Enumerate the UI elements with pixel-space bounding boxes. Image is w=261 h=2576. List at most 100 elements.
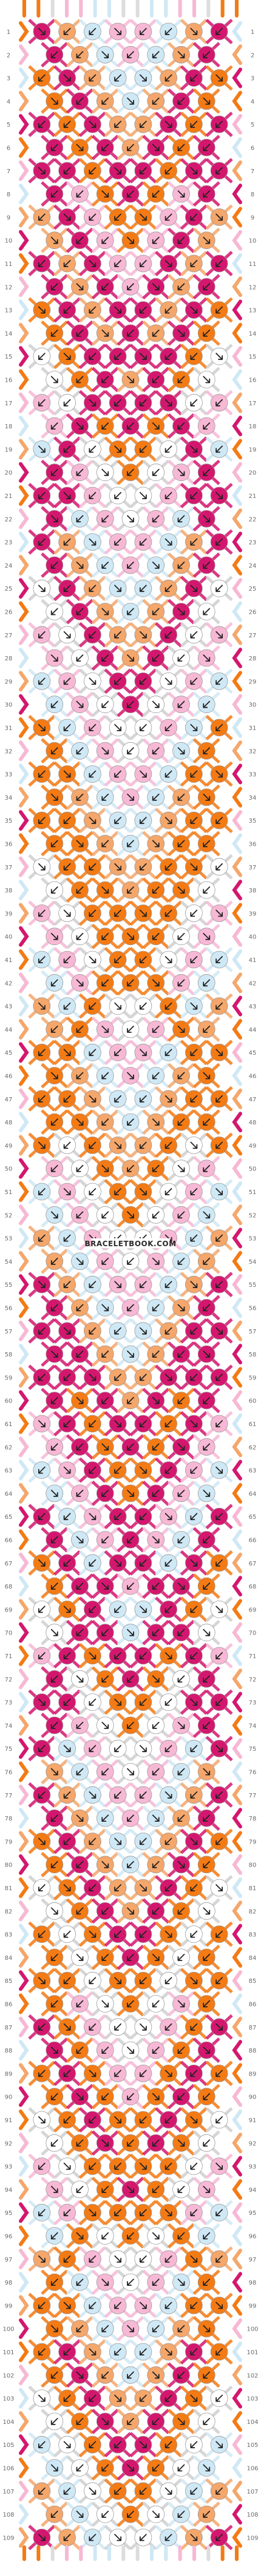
- edge-string: [232, 1715, 242, 1736]
- arrow-knot-icon: [89, 956, 97, 963]
- arrow-knot-icon: [152, 190, 160, 198]
- arrow-knot-icon: [127, 700, 134, 708]
- arrow-knot-icon: [203, 1396, 211, 1404]
- arrow-knot-icon: [190, 956, 198, 963]
- arrow-knot-icon: [38, 1002, 46, 1010]
- arrow-knot-icon: [177, 1211, 185, 1219]
- row-number: 32: [249, 748, 257, 755]
- arrow-knot-icon: [38, 1466, 46, 1474]
- arrow-knot-icon: [164, 1513, 172, 1521]
- arrow-knot-icon: [114, 1559, 122, 1567]
- edge-string: [232, 2504, 242, 2525]
- arrow-knot-icon: [89, 1373, 97, 1381]
- row-number: 107: [246, 2489, 258, 2495]
- arrow-knot-icon: [164, 260, 172, 267]
- arrow-knot-icon: [215, 1049, 223, 1057]
- row-number: 66: [5, 1538, 13, 1544]
- arrow-knot-icon: [164, 1791, 172, 1799]
- arrow-knot-icon: [215, 1652, 223, 1659]
- edge-string: [232, 856, 242, 877]
- arrow-knot-icon: [164, 1049, 172, 1057]
- arrow-knot-icon: [63, 28, 71, 35]
- edge-string: [19, 763, 29, 785]
- arrow-knot-icon: [203, 515, 211, 523]
- arrow-knot-icon: [89, 260, 97, 267]
- edge-string: [19, 439, 29, 460]
- arrow-knot-icon: [63, 1977, 71, 1985]
- arrow-knot-icon: [101, 979, 109, 987]
- edge-string: [232, 1088, 242, 1109]
- arrow-knot-icon: [114, 1373, 122, 1381]
- arrow-knot-icon: [63, 2023, 71, 2031]
- arrow-knot-icon: [63, 1373, 71, 1381]
- edge-string: [19, 1552, 29, 1573]
- arrow-knot-icon: [76, 886, 84, 894]
- edge-string: [232, 648, 242, 669]
- row-number: 103: [246, 2396, 258, 2403]
- arrow-knot-icon: [203, 1118, 211, 1126]
- arrow-knot-icon: [50, 1350, 58, 1358]
- edge-string: [19, 1042, 29, 1063]
- edge-string: [232, 44, 242, 65]
- arrow-knot-icon: [38, 28, 46, 35]
- arrow-knot-icon: [127, 422, 134, 430]
- arrow-knot-icon: [215, 1977, 223, 1985]
- arrow-knot-icon: [215, 1002, 223, 1010]
- arrow-knot-icon: [76, 422, 84, 430]
- edge-string: [19, 2133, 29, 2154]
- arrow-knot-icon: [76, 1675, 84, 1683]
- arrow-knot-icon: [139, 677, 147, 685]
- row-number: 23: [249, 540, 257, 546]
- row-number: 34: [249, 795, 257, 802]
- arrow-knot-icon: [203, 1164, 211, 1172]
- row-number: 100: [246, 2326, 258, 2333]
- arrow-knot-icon: [177, 515, 185, 523]
- row-number: 37: [5, 865, 13, 871]
- arrow-knot-icon: [215, 1930, 223, 1938]
- arrow-knot-icon: [63, 1234, 71, 1242]
- arrow-knot-icon: [89, 1605, 97, 1613]
- edge-string: [232, 2248, 242, 2269]
- row-number: 67: [249, 1561, 257, 1567]
- arrow-knot-icon: [152, 144, 160, 151]
- row-number: 39: [249, 911, 257, 917]
- arrow-knot-icon: [63, 863, 71, 871]
- row-number: 8: [7, 191, 10, 198]
- edge-string: [232, 2365, 242, 2386]
- arrow-knot-icon: [38, 1837, 46, 1845]
- arrow-knot-icon: [76, 236, 84, 244]
- arrow-knot-icon: [177, 1907, 185, 1915]
- edge-string: [19, 1436, 29, 1458]
- row-number: 77: [249, 1793, 257, 1799]
- row-number: 26: [249, 609, 257, 616]
- edge-string: [19, 1993, 29, 2014]
- edge-string: [19, 90, 29, 111]
- arrow-knot-icon: [38, 353, 46, 360]
- row-number: 82: [249, 1908, 257, 1915]
- arrow-knot-icon: [152, 1304, 160, 1312]
- edge-string: [19, 1018, 29, 1040]
- row-number: 18: [249, 423, 257, 430]
- row-number: 69: [5, 1607, 13, 1613]
- edge-string: [232, 1135, 242, 1156]
- arrow-knot-icon: [152, 700, 160, 708]
- edge-string: [232, 1227, 242, 1249]
- arrow-knot-icon: [50, 190, 58, 198]
- edge-string: [232, 299, 242, 320]
- row-number: 7: [251, 168, 254, 175]
- arrow-knot-icon: [38, 1095, 46, 1103]
- arrow-knot-icon: [76, 1722, 84, 1729]
- edge-string: [232, 1622, 242, 1643]
- arrow-knot-icon: [50, 144, 58, 151]
- arrow-knot-icon: [114, 585, 122, 593]
- edge-string: [232, 2295, 242, 2316]
- row-number: 16: [5, 377, 13, 384]
- arrow-knot-icon: [50, 1118, 58, 1126]
- arrow-knot-icon: [63, 1605, 71, 1613]
- row-number: 18: [5, 423, 13, 430]
- row-number: 32: [5, 748, 13, 755]
- arrow-knot-icon: [177, 979, 185, 987]
- arrow-knot-icon: [89, 1884, 97, 1891]
- row-number: 53: [249, 1236, 257, 1243]
- row-number: 73: [249, 1700, 257, 1707]
